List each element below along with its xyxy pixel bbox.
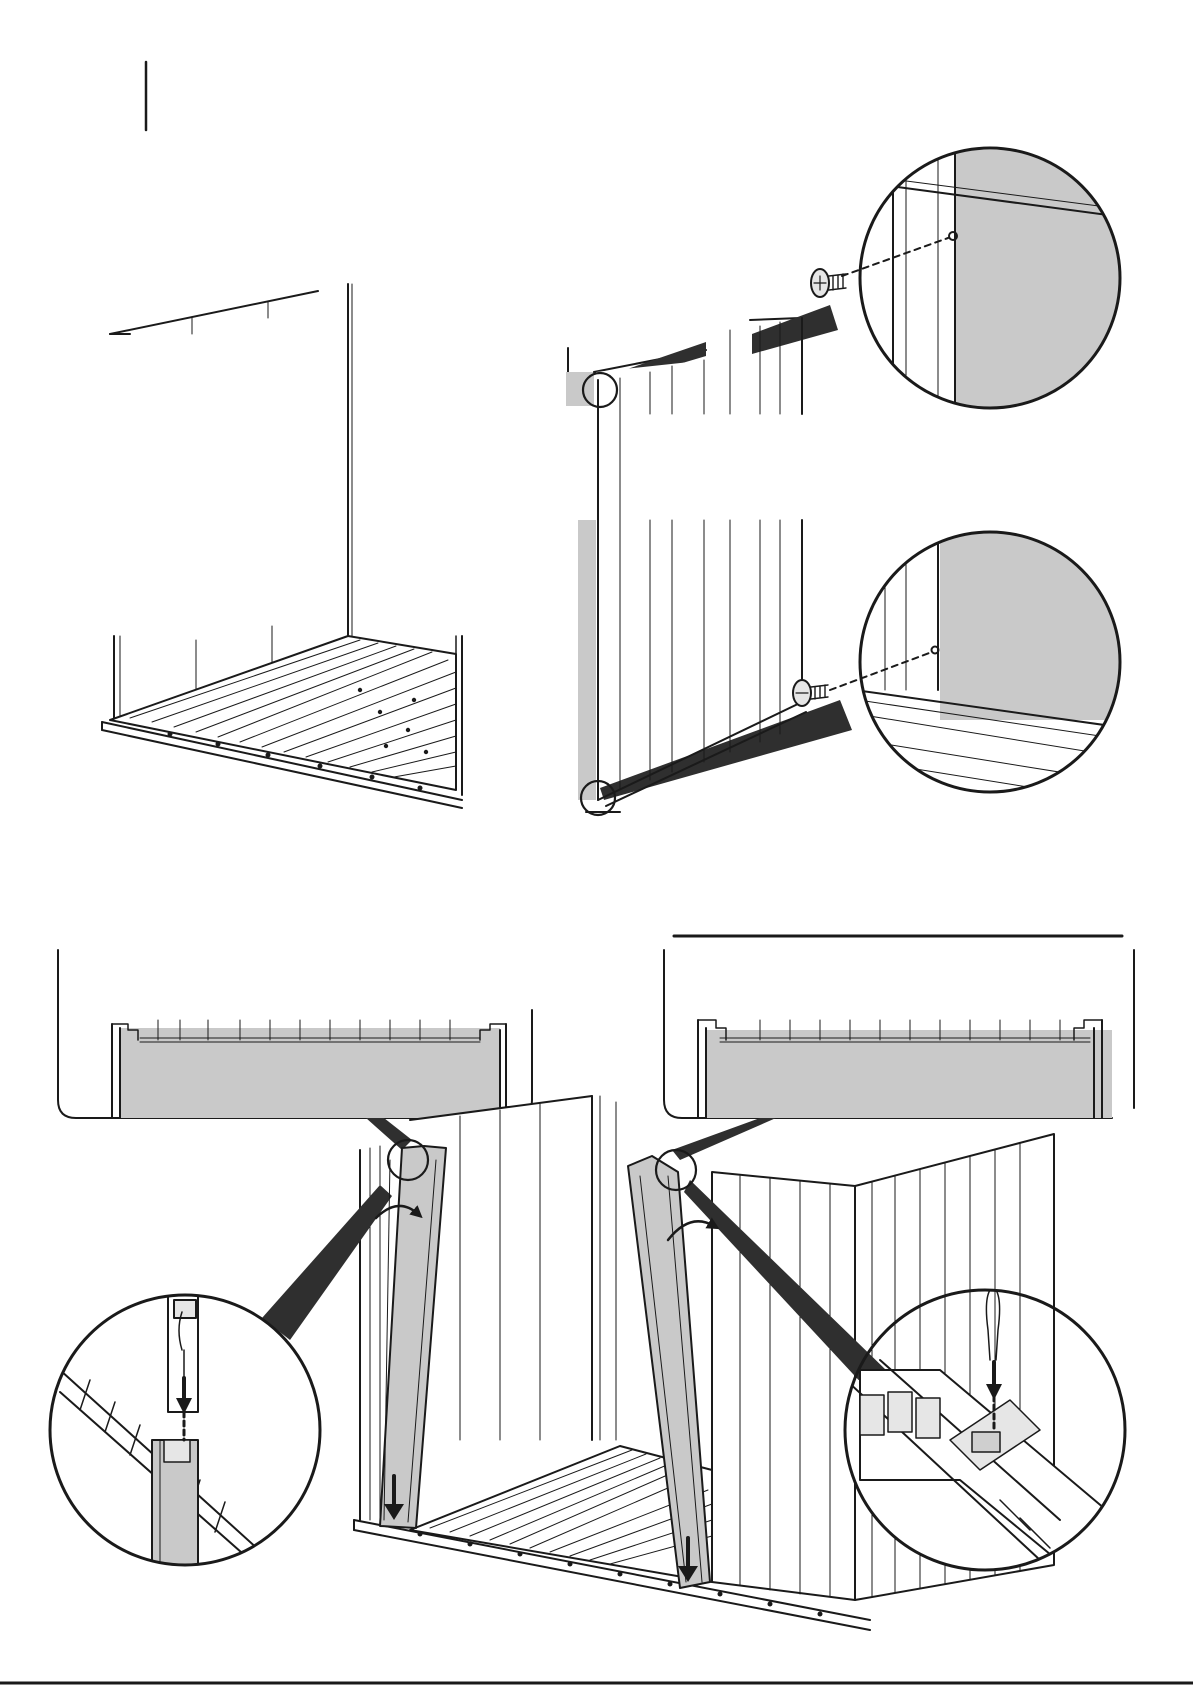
bottom-screw-magnifier — [793, 530, 1140, 805]
top-right-detail — [664, 950, 1134, 1118]
step-side-panel-screw — [566, 148, 1155, 815]
step-empty-base-back-wall — [102, 284, 462, 808]
top-left-detail — [58, 950, 532, 1118]
screw-icon — [811, 269, 846, 297]
screw-icon — [793, 680, 828, 706]
top-screw-magnifier — [811, 148, 1155, 420]
left-pin-magnifier — [50, 1292, 320, 1570]
step-front-panels-insert — [50, 936, 1134, 1630]
